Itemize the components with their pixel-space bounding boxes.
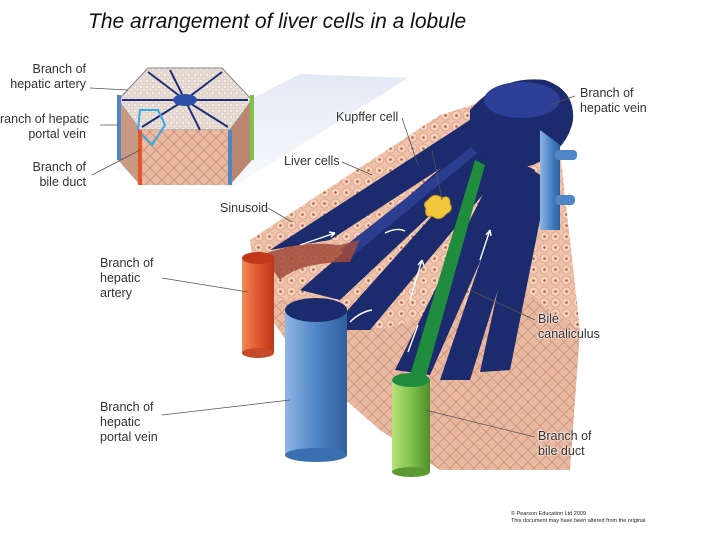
portal-vein-vessel	[285, 298, 347, 462]
label-kupffer-cell: Kupffer cell	[336, 110, 399, 124]
hepatic-vein	[470, 79, 577, 230]
label-liver-cells: Liver cells	[284, 154, 340, 168]
hepatic-artery-vessel	[242, 240, 360, 358]
bile-canaliculus-channel	[410, 160, 485, 380]
leader-lines	[89, 87, 576, 438]
label-sinusoid: Sinusoid	[220, 201, 268, 215]
inset-lobule	[117, 67, 254, 185]
diagram-title: The arrangement of liver cells in a lobu…	[88, 10, 467, 33]
bile-duct-vessel	[392, 373, 430, 477]
